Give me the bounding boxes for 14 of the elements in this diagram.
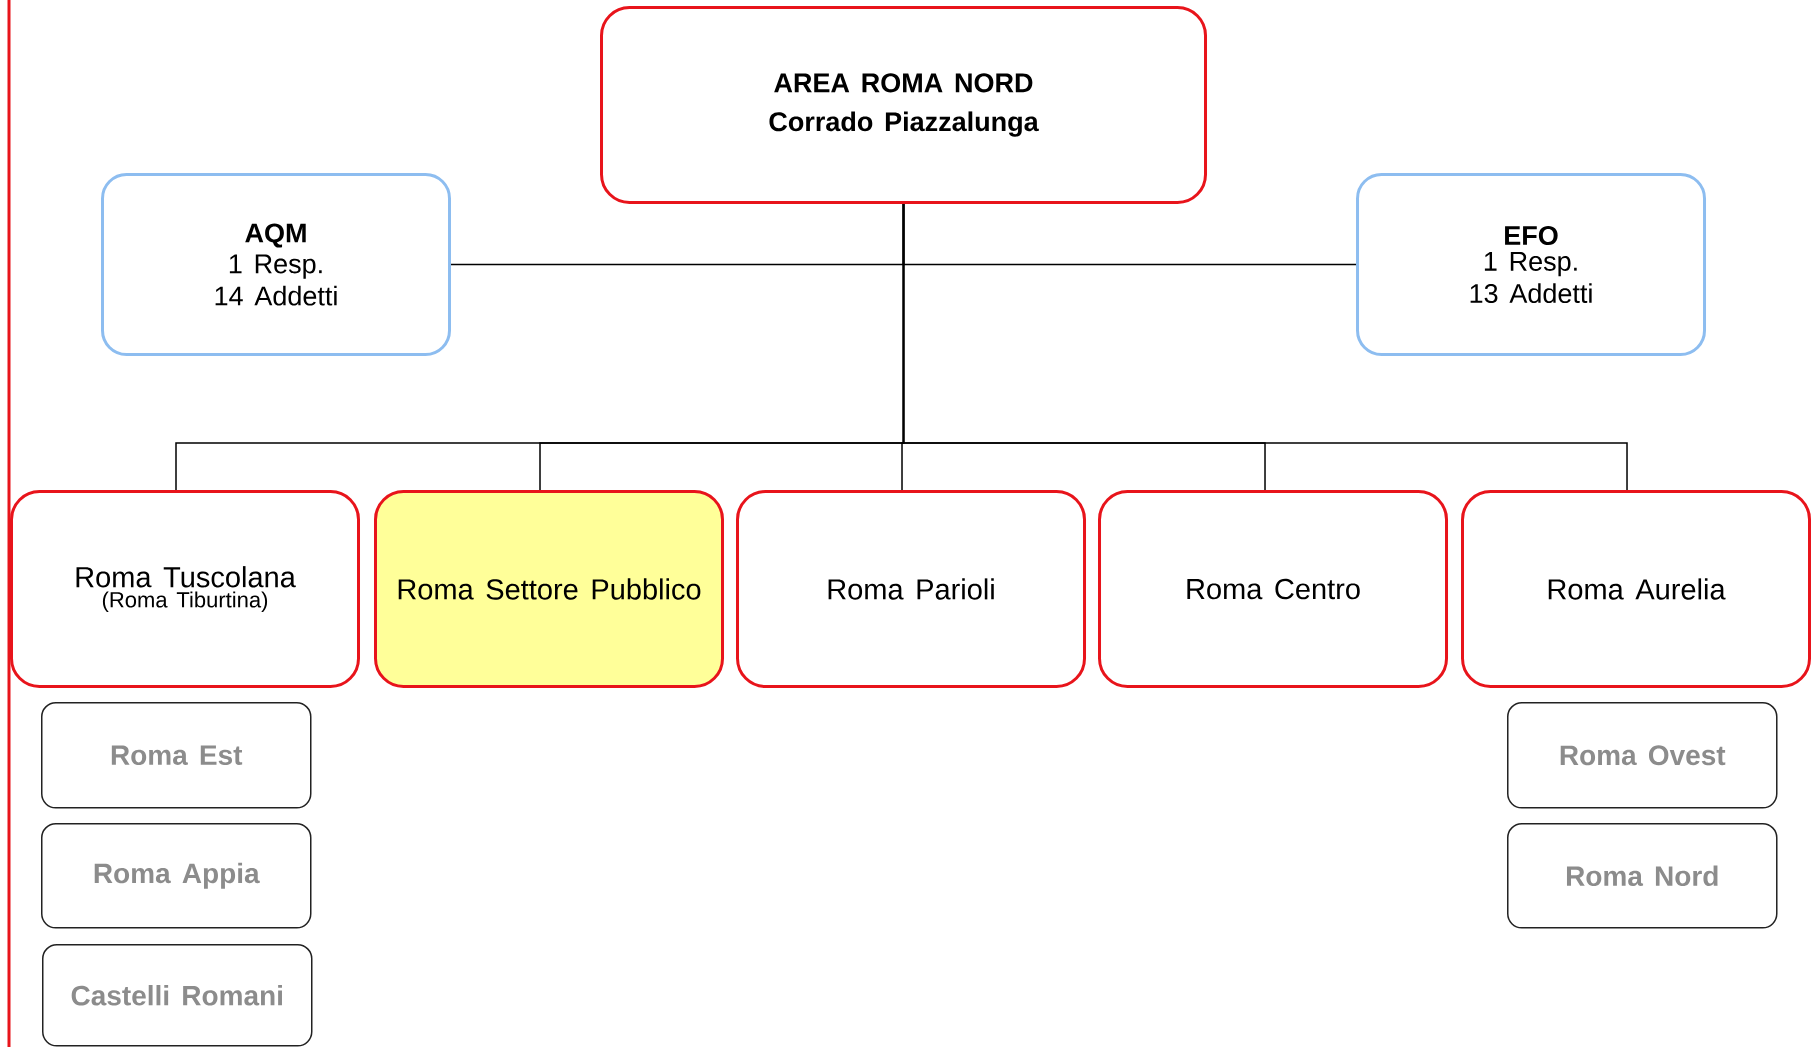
sub-box: Roma Appia: [41, 823, 312, 929]
branch-box: Roma Tuscolana (Roma Tiburtina): [10, 490, 360, 688]
unit-box: AREA ROMA NORD Corrado Piazzalunga: [600, 6, 1207, 204]
sub-box: Roma Ovest: [1507, 702, 1778, 809]
staff-box: EFO 1 Resp. 13 Addetti: [1356, 173, 1706, 356]
sub-box: Roma Est: [41, 702, 312, 809]
sub-box: Castelli Romani: [42, 944, 313, 1047]
branch-box: Roma Settore Pubblico: [374, 490, 724, 688]
sub-box: Roma Nord: [1507, 823, 1778, 929]
staff-box: AQM 1 Resp. 14 Addetti: [101, 173, 451, 356]
connector-line: [902, 203, 1628, 491]
branch-box: Roma Centro: [1098, 490, 1448, 688]
branch-box: Roma Parioli: [736, 490, 1086, 688]
branch-box: Roma Aurelia: [1461, 490, 1811, 688]
